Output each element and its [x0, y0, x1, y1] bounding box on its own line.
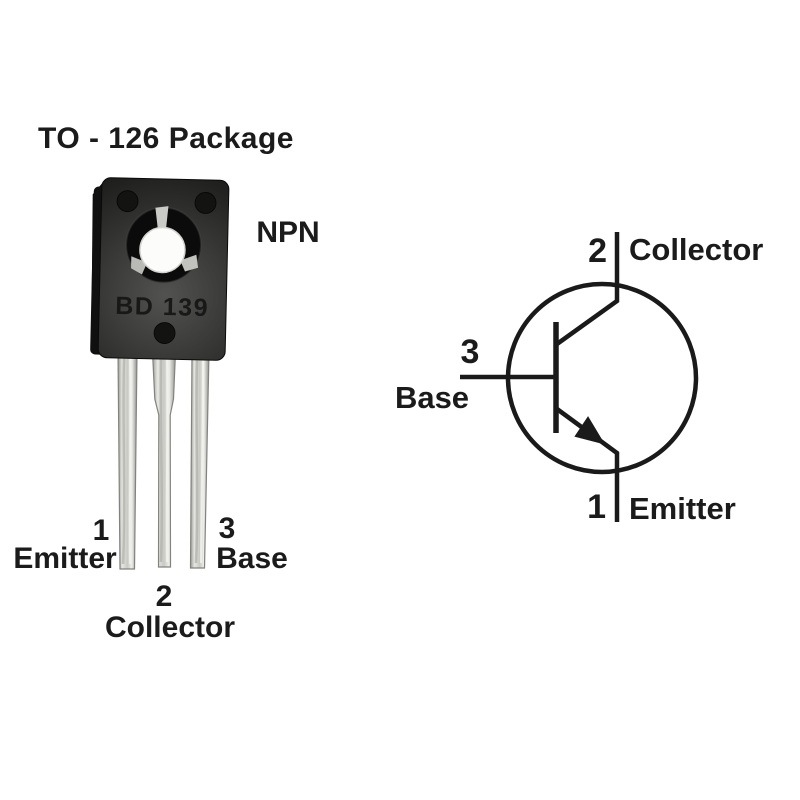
hole-tab-top: [155, 206, 169, 231]
photo-pin-labels: 1 Emitter 3 Base 2 Collector: [13, 512, 288, 644]
base-leg-texture: [194, 357, 199, 564]
base-leg: [189, 351, 210, 569]
hole-tab-right: [180, 254, 199, 272]
collector-leg-texture: [159, 357, 164, 563]
schematic-pin-labels: 2 Collector 3 Base 1 Emitter: [395, 232, 763, 526]
collector-lead-line: [555, 232, 620, 346]
schematic-base-name: Base: [395, 380, 469, 415]
emitter-lead-line: [555, 407, 620, 522]
base-leg-shape: [189, 351, 210, 569]
part-number-label: BD 139: [115, 292, 209, 322]
emitter-leg-texture: [121, 357, 126, 565]
photo-pin1-number: 1: [93, 514, 110, 547]
dimple-top-right: [194, 192, 217, 214]
package-body: BD 139: [90, 177, 230, 361]
photo-pin1-name: Emitter: [13, 542, 117, 575]
collector-leg: [151, 351, 177, 568]
mounting-hole: [139, 226, 186, 274]
emitter-leg-shape: [117, 351, 138, 570]
dimple-top-left: [116, 190, 139, 213]
page-title: TO - 126 Package: [38, 122, 294, 155]
collector-leg-shape: [151, 351, 177, 568]
hole-tab-left: [131, 256, 148, 275]
npn-type-label: NPN: [256, 216, 319, 249]
photo-pin2-name: Collector: [105, 611, 235, 644]
emitter-leg: [117, 351, 138, 570]
schematic-collector-number: 2: [588, 232, 607, 270]
base-leg-highlight: [200, 357, 204, 564]
schematic-base-number: 3: [461, 333, 480, 371]
photo-pin3-name: Base: [216, 542, 288, 575]
emitter-arrow-icon: [574, 416, 606, 445]
dimple-bottom: [153, 322, 176, 344]
photo-pin2-number: 2: [156, 580, 173, 613]
schematic-emitter-name: Emitter: [629, 491, 736, 526]
schematic-symbol: [460, 232, 699, 522]
schematic-collector-name: Collector: [629, 232, 763, 267]
schematic-emitter-number: 1: [587, 488, 606, 526]
package-legs: [117, 351, 210, 570]
photo-pin3-number: 3: [219, 512, 236, 545]
emitter-leg-highlight: [128, 357, 132, 565]
collector-leg-highlight: [165, 357, 169, 563]
